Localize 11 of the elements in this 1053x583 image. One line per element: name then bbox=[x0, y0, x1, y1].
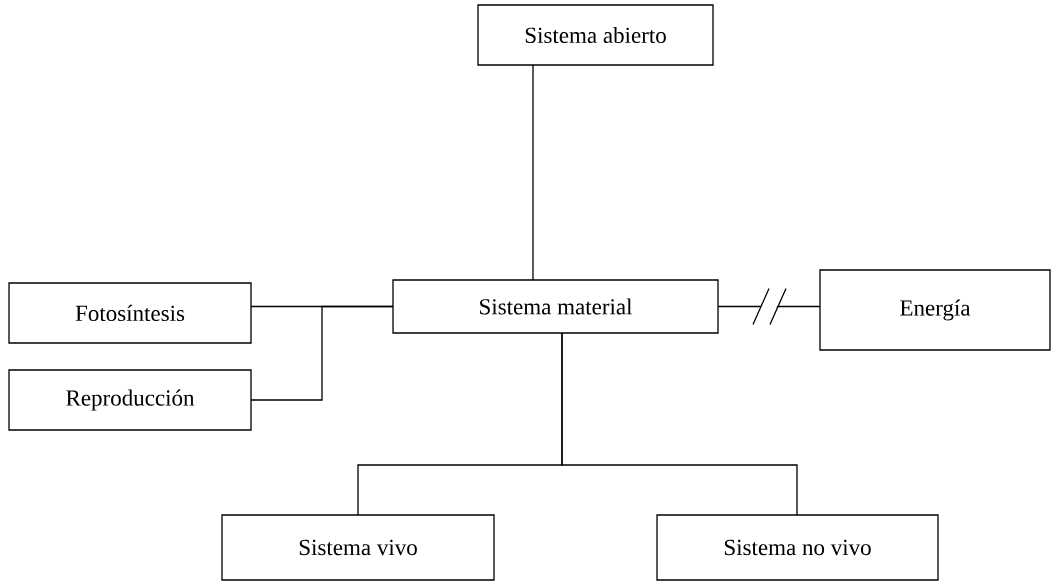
box: Reproducción bbox=[8, 369, 252, 431]
box: Fotosíntesis bbox=[8, 282, 252, 344]
connector-line bbox=[250, 305, 394, 401]
box: Sistema material bbox=[392, 279, 719, 334]
box: Energía bbox=[819, 269, 1051, 351]
box: Sistema no vivo bbox=[656, 514, 939, 581]
box: Sistema abierto bbox=[477, 4, 714, 66]
connector-line bbox=[532, 64, 534, 281]
box: Sistema vivo bbox=[221, 514, 495, 581]
connector-line bbox=[717, 305, 821, 308]
connector-line bbox=[561, 332, 798, 516]
